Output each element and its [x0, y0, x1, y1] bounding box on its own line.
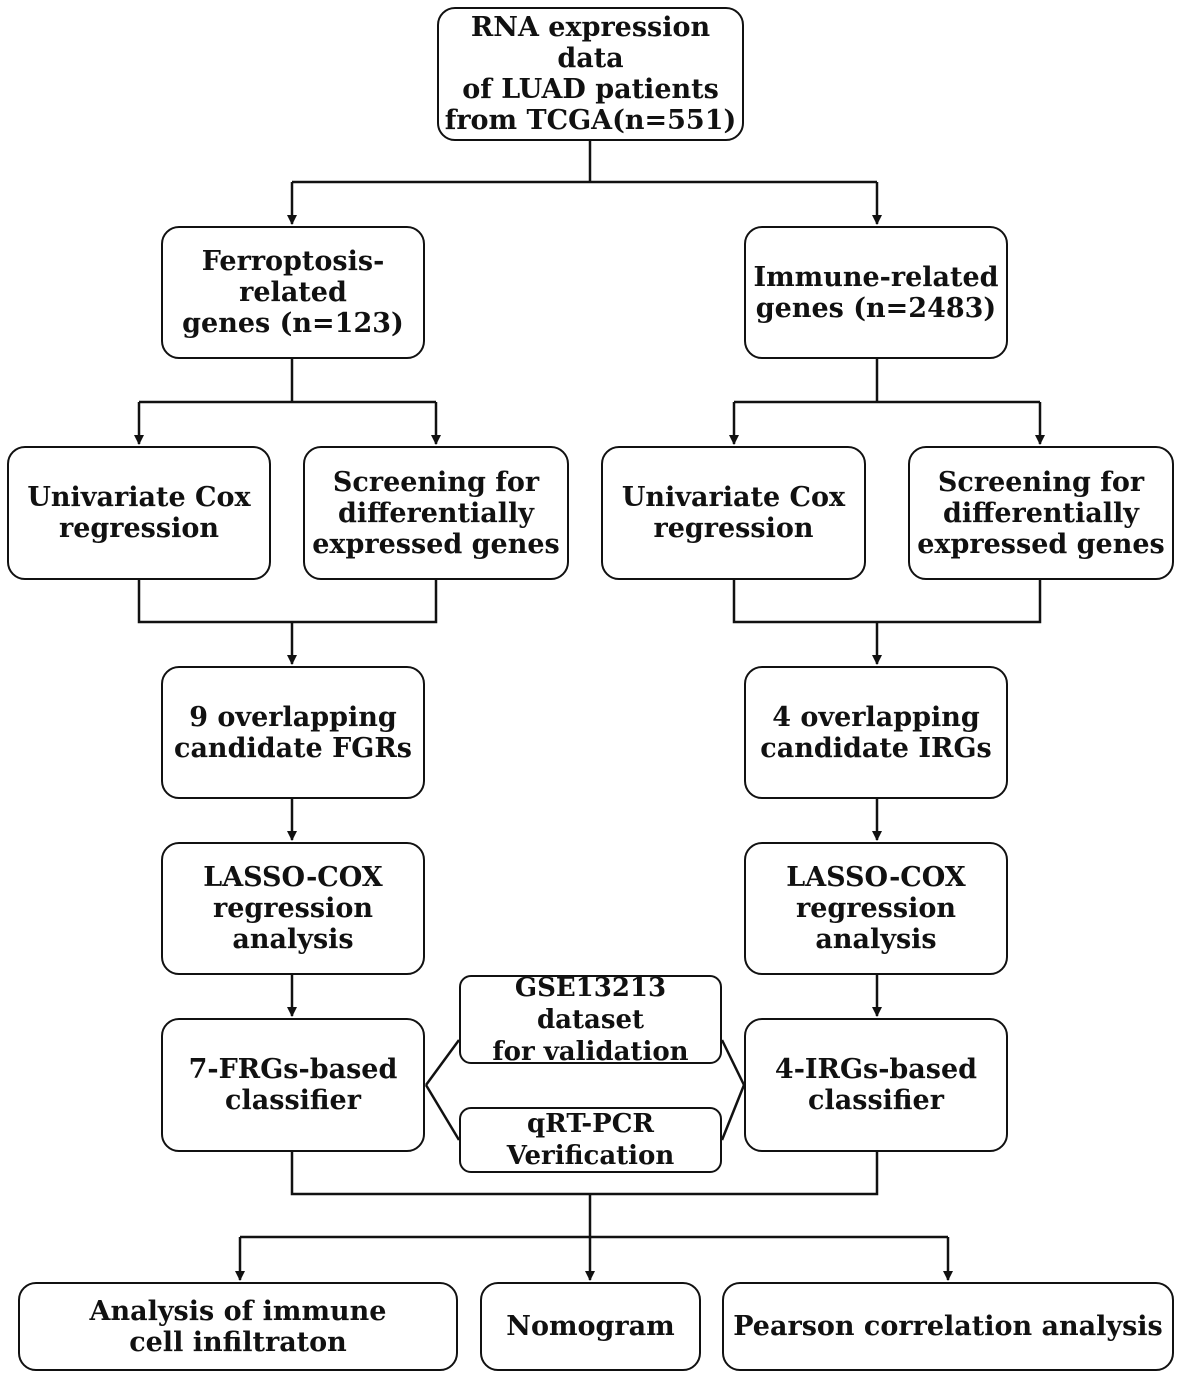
- node-ferro-univariate-cox: Univariate Cox regression: [7, 446, 271, 580]
- edge-ferro-classifier-to-qrtpcr: [424, 1084, 461, 1141]
- edge-immune-merge: [732, 580, 1042, 624]
- edge-ferro-classifier-to-validation: [424, 1039, 461, 1086]
- node-nomogram: Nomogram: [480, 1282, 701, 1371]
- node-pearson-correlation: Pearson correlation analysis: [722, 1282, 1174, 1371]
- node-ferro-lasso-cox: LASSO-COX regression analysis: [161, 842, 425, 975]
- node-rna-expression-data: RNA expression data of LUAD patients fro…: [437, 7, 744, 141]
- node-immune-lasso-cox: LASSO-COX regression analysis: [744, 842, 1008, 975]
- node-ferro-overlap-candidates: 9 overlapping candidate FGRs: [161, 666, 425, 799]
- node-qrt-pcr-verification: qRT-PCR Verification: [459, 1107, 722, 1173]
- node-immune-overlap-candidates: 4 overlapping candidate IRGs: [744, 666, 1008, 799]
- node-ferro-screening-degs: Screening for differentially expressed g…: [303, 446, 569, 580]
- node-gse13213-validation: GSE13213 dataset for validation: [459, 973, 722, 1067]
- node-ferro-classifier: 7-FRGs-based classifier: [161, 1018, 425, 1152]
- node-immune-univariate-cox: Univariate Cox regression: [601, 446, 866, 580]
- edge-ferro-merge: [137, 580, 438, 624]
- node-ferroptosis-genes: Ferroptosis-related genes (n=123): [161, 226, 425, 359]
- edge-immune-classifier-to-qrtpcr: [720, 1084, 746, 1141]
- edge-final-merge: [290, 1152, 879, 1196]
- node-immune-cell-infiltration: Analysis of immune cell infiltraton: [18, 1282, 458, 1371]
- edge-immune-classifier-to-validation: [720, 1039, 746, 1086]
- node-immune-genes: Immune-related genes (n=2483): [744, 226, 1008, 359]
- node-immune-screening-degs: Screening for differentially expressed g…: [908, 446, 1174, 580]
- node-immune-classifier: 4-IRGs-based classifier: [744, 1018, 1008, 1152]
